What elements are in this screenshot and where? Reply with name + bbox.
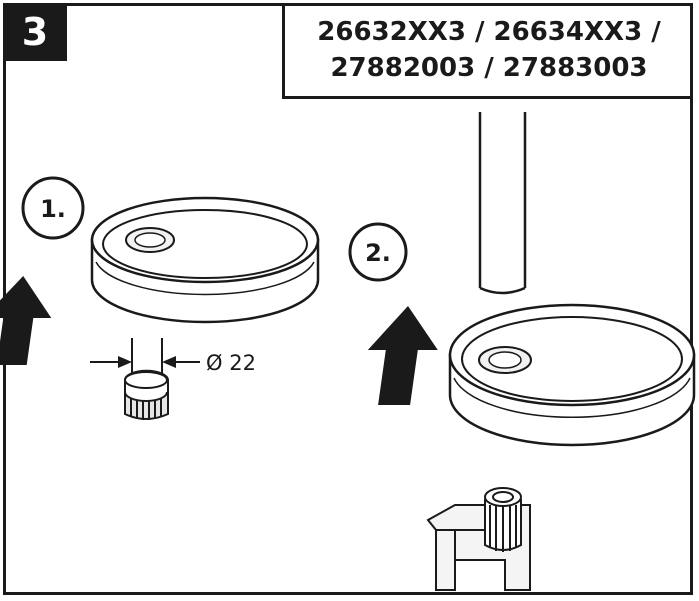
product-codes-line-1: 26632XX3 / 26634XX3 / xyxy=(317,16,661,47)
drain-plug xyxy=(124,369,169,420)
ring-1 xyxy=(90,196,320,324)
product-code-box: 26632XX3 / 26634XX3 / 27882003 / 2788300… xyxy=(282,3,693,99)
substep-1-marker: 1. xyxy=(21,176,85,240)
up-arrow-icon xyxy=(0,276,52,365)
ring-2 xyxy=(448,303,696,447)
diameter-label: Ø 22 xyxy=(206,351,256,375)
up-arrow-icon xyxy=(367,306,438,405)
drain-fitting xyxy=(426,487,531,591)
substep-1-label: 1. xyxy=(40,195,66,223)
step-number: 3 xyxy=(21,10,49,54)
substep-2-label: 2. xyxy=(365,239,391,267)
substep-2-marker: 2. xyxy=(348,222,408,282)
step-number-badge: 3 xyxy=(3,3,67,61)
product-codes-line-2: 27882003 / 27883003 xyxy=(330,52,648,83)
pipe xyxy=(478,112,527,295)
dimension-arrow-icon xyxy=(90,338,200,378)
